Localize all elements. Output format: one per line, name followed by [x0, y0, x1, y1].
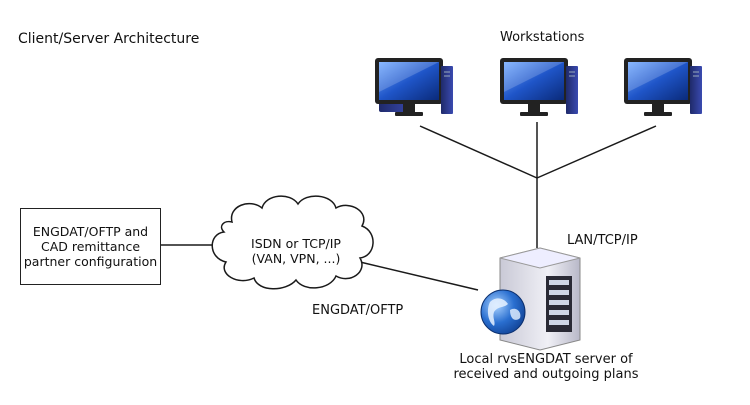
workstation-3	[624, 58, 702, 116]
cloud-label: ISDN or TCP/IP (VAN, VPN, ...)	[236, 236, 356, 266]
cloud-line-2: (VAN, VPN, ...)	[251, 251, 341, 266]
workstation-1	[375, 58, 453, 116]
line-ws3	[536, 125, 657, 179]
monitor-icon	[375, 58, 453, 116]
workstation-2	[500, 58, 578, 116]
cloud-line-1: ISDN or TCP/IP	[251, 236, 341, 251]
globe-icon	[480, 289, 526, 335]
lan-label: LAN/TCP/IP	[567, 233, 638, 248]
engdat-oftp-label: ENGDAT/OFTP	[312, 303, 404, 318]
partner-box-line-3: partner configuration	[23, 254, 158, 269]
partner-config-box: ENGDAT/OFTP and CAD remittance partner c…	[20, 208, 161, 285]
partner-box-line-1: ENGDAT/OFTP and	[32, 224, 149, 239]
monitor-icon	[500, 58, 578, 116]
server-caption-line-1: Local rvsENGDAT server of	[459, 352, 633, 367]
workstations-label: Workstations	[500, 30, 585, 45]
server-caption-line-2: received and outgoing plans	[453, 367, 639, 382]
cloud-icon	[211, 195, 374, 290]
lan-lines	[419, 122, 657, 248]
diagram-title: Client/Server Architecture	[18, 31, 200, 47]
line-cloud-server	[359, 261, 479, 291]
partner-box-line-2: CAD remittance	[40, 239, 141, 254]
server-caption: Local rvsENGDAT server of received and o…	[440, 352, 652, 382]
monitor-icon	[624, 58, 702, 116]
line-ws1	[419, 125, 538, 179]
